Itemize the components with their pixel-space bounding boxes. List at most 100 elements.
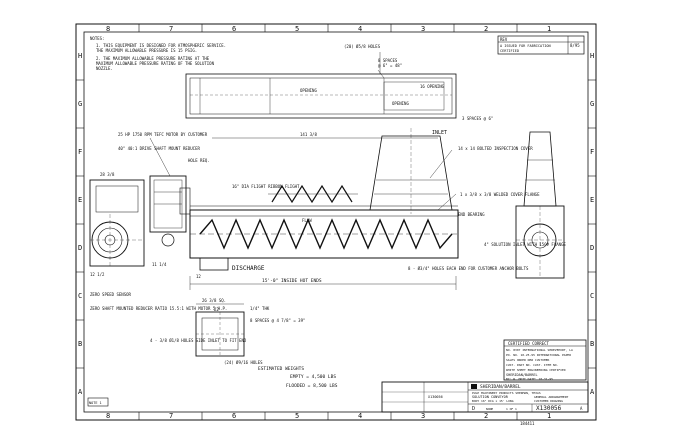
zone-ticks: [76, 24, 596, 420]
flight-note: 16" DIA FLIGHT RIBBON FLIGHT: [232, 184, 300, 189]
cert-line: NO. 8307 INTERNATIONAL SHREVEPORT, LA: [506, 348, 573, 352]
discharge-label: DISCHARGE: [232, 265, 265, 272]
section-holes-note: 4 - 3/8 Ø1/8 HOLES SIDE INLET TO FIT END: [150, 338, 247, 343]
dim-bottom: 11 1/4: [152, 262, 167, 267]
bottom-zone-labels: 8 7 6 5 4 3 2 1: [106, 412, 551, 420]
weight-empty: EMPTY = 4,500 LBS: [290, 374, 336, 380]
section-thickness: 1/4" THK: [250, 306, 270, 311]
conveyor-trough: [189, 205, 459, 259]
inner-border: [83, 31, 589, 413]
cover-note: 1 x 3/8 x 3/8 WELDED COVER FLANGE: [460, 192, 540, 197]
end-view-dim: 28 3/8: [100, 172, 115, 177]
plan-dim-right: 16 OPENING: [420, 84, 445, 89]
cert-signature: BY: R. MOTT DATE: 10-31-95: [506, 377, 553, 381]
title-scale: NONE: [486, 407, 493, 411]
title-line: CUSTOMER DRAWING: [534, 399, 563, 403]
zone-label: 7: [169, 412, 173, 420]
zone-label: C: [78, 292, 82, 300]
flow-label: FLOW: [302, 218, 312, 223]
shaft-note: ZERO SHAFT MOUNTED REDUCER RATIO 15.5:1 …: [90, 306, 227, 311]
section-dim-top: 26 3/8 SQ.: [202, 298, 226, 303]
flight-detail: 16" DIA FLIGHT RIBBON FLIGHT FLOW: [232, 184, 358, 223]
notes-block: NOTES: 1. THIS EQUIPMENT IS DESIGNED FOR…: [90, 36, 226, 71]
right-end-view: [515, 131, 565, 279]
notes-line: 2. THE MAXIMUM ALLOWABLE PRESSURE RATING…: [96, 56, 210, 61]
zone-label: G: [590, 100, 594, 108]
bottom-left-tag: NOTE 1: [87, 397, 109, 407]
cert-line: WHITE SHEET ENGINEERING CERTIFIED: [506, 368, 566, 372]
zone-label: D: [78, 244, 82, 252]
plan-spaces-note: 8 SPACES: [378, 58, 398, 63]
discharge: DISCHARGE 12: [196, 257, 265, 279]
revision-block: REV A ISSUED FOR FABRICATION CERTIFIED 8…: [497, 35, 585, 55]
zone-label: 5: [295, 25, 299, 33]
certification-block: CERTIFIED CORRECT NO. 8307 INTERNATIONAL…: [503, 339, 587, 381]
plan-view: (20) Ø5/8 HOLES OPENING OPENING 16 OPENI…: [185, 44, 493, 121]
zone-label: C: [590, 292, 594, 300]
zone-label: 1: [547, 412, 551, 420]
bottom-dimension: 15'-0" INSIDE HOT ENDS 11 1/4 12 1/2: [90, 262, 457, 290]
title-size: D: [472, 406, 475, 412]
zone-label: E: [590, 196, 594, 204]
title-sheet: 1 OF 1: [506, 407, 517, 411]
right-zone-labels: H G F E D C B A: [590, 52, 595, 396]
top-zone-labels: 8 7 6 5 4 3 2 1: [106, 25, 551, 33]
zone-label: A: [590, 388, 595, 396]
zone-label: F: [590, 148, 594, 156]
zone-label: D: [590, 244, 594, 252]
revision-row: CERTIFIED: [500, 49, 519, 53]
plan-opening-lower: OPENING: [392, 101, 409, 106]
title-block: SHERIDAN/BARREL PULP MACHINERY PRODUCTS …: [381, 381, 589, 426]
weight-flooded: FLOODED = 8,500 LBS: [286, 383, 338, 389]
zone-label: E: [78, 196, 82, 204]
inside-dim: 15'-0" INSIDE HOT ENDS: [262, 278, 322, 284]
zone-label: B: [590, 340, 594, 348]
zone-label: 2: [484, 412, 488, 420]
cert-title: CERTIFIED CORRECT: [508, 341, 550, 346]
logo-icon: [471, 384, 477, 389]
zone-label: H: [78, 52, 82, 60]
zone-label: 7: [169, 25, 173, 33]
title-ref-left: X130056: [428, 395, 443, 399]
zone-label: F: [78, 148, 82, 156]
zone-label: 3: [421, 25, 425, 33]
revision-header: REV: [500, 37, 508, 42]
reducer-note: 40" 40:1 DRIVE SHAFT MOUNT REDUCER: [118, 146, 200, 151]
left-zone-labels: H G F E D C B A: [78, 52, 83, 396]
title-division: PULP MACHINERY PRODUCTS SHERMAN, TEXAS: [472, 391, 541, 395]
weights-block: ESTIMATED WEIGHTS EMPTY = 4,500 LBS FLOO…: [258, 366, 338, 389]
section-dim-inner: 22: [214, 307, 219, 312]
title-rev: A: [580, 406, 583, 411]
zone-label: 8: [106, 25, 110, 33]
cert-line: CUST. PART NO. CUST. ITEM NO.: [506, 363, 559, 367]
bolt-note: 8 - Ø3/4" HOLES EACH END FOR CUSTOMER AN…: [408, 266, 529, 271]
drive-assembly: 25 HP 1750 RPM TEFC MOTOR BY CUSTOMER 40…: [118, 132, 210, 247]
section-dim-right: 8 SPACES @ 4 7/8" = 39": [250, 318, 305, 323]
title-ref-bottom: 184411: [520, 421, 535, 426]
outer-border: [75, 23, 597, 421]
inlet-hopper: INLET 14 x 14 BOLTED INSPECTION COVER: [369, 128, 533, 214]
zone-label: G: [78, 100, 82, 108]
title-company: SHERIDAN/BARREL: [480, 384, 521, 390]
notes-line: THE MAXIMUM ALLOWABLE PRESSURE IS 15 PSI…: [96, 48, 197, 53]
zone-label: 6: [232, 25, 236, 33]
plan-spaces-note: 3 SPACES @ 6": [462, 116, 493, 121]
zone-label: 5: [295, 412, 299, 420]
zone-label: H: [590, 52, 594, 60]
revision-date: 8/95: [570, 43, 580, 48]
inlet-label: INLET: [432, 130, 447, 136]
cert-line: SALES ORDER NEW CUSTOMER: [506, 358, 550, 362]
plan-opening-upper: OPENING: [300, 88, 317, 93]
solution-note: 4" SOLUTION INLET WITH 150# FLANGE: [484, 242, 566, 247]
holes-note: HOLE REQ.: [188, 158, 210, 163]
zone-label: 2: [484, 25, 488, 33]
zone-label: 4: [358, 25, 362, 33]
end-bearing: END BEARING: [458, 212, 485, 217]
zero-speed-note: ZERO SPEED SENSOR: [90, 292, 132, 297]
revision-row: A ISSUED FOR FABRICATION: [500, 44, 551, 48]
title-line: BODY 16" DIA x 15' LONG: [472, 399, 514, 403]
plan-spaces-note: @ 6" = 48": [378, 63, 402, 68]
zone-label: B: [78, 340, 82, 348]
notes-line: MAXIMUM ALLOWABLE PRESSURE RATING OF THE…: [96, 61, 215, 66]
